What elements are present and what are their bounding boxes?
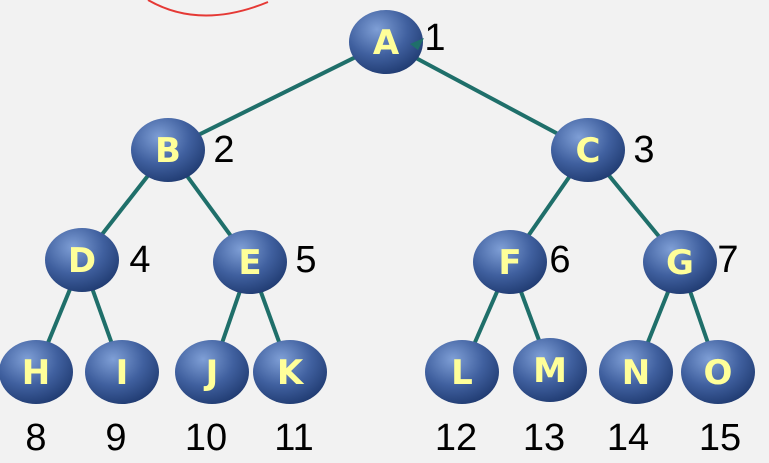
node-circle xyxy=(513,338,587,402)
node-circle xyxy=(85,340,159,404)
node-letter: O xyxy=(704,353,733,393)
node-index-label: 12 xyxy=(435,417,477,459)
tree-node-l: L 12 xyxy=(425,340,499,459)
tree-node-j: J 10 xyxy=(175,340,249,459)
node-circle xyxy=(599,340,673,404)
node-letter: F xyxy=(498,243,521,283)
node-index-label: 1 xyxy=(424,17,445,59)
node-circle xyxy=(0,340,73,404)
node-circle xyxy=(551,118,625,182)
node-letter: C xyxy=(576,131,601,171)
node-letter: H xyxy=(22,353,50,393)
node-letter: G xyxy=(666,243,694,283)
node-index-label: 14 xyxy=(607,417,649,459)
edge-a-b xyxy=(167,40,387,152)
node-index-label: 8 xyxy=(25,417,46,459)
node-index-label: 4 xyxy=(129,239,150,281)
node-letter: D xyxy=(68,241,96,281)
node-circle xyxy=(473,230,547,294)
edges-layer xyxy=(34,40,720,373)
node-letter: A xyxy=(373,23,400,63)
node-circle xyxy=(425,340,499,404)
node-letter: L xyxy=(451,353,473,393)
node-index-label: 9 xyxy=(105,417,126,459)
node-index-label: 13 xyxy=(523,417,565,459)
node-letter: N xyxy=(622,353,650,393)
node-index-label: 3 xyxy=(633,129,654,171)
node-letter: I xyxy=(116,353,129,393)
node-letter: B xyxy=(155,131,181,171)
node-letter: E xyxy=(238,243,261,283)
tree-node-i: I9 xyxy=(85,340,159,459)
node-index-label: 15 xyxy=(699,417,741,459)
tree-node-n: N 14 xyxy=(599,340,673,459)
node-circle xyxy=(45,228,119,292)
node-circle xyxy=(131,118,205,182)
tree-node-o: O 15 xyxy=(681,340,755,459)
red-annotation-stroke xyxy=(147,0,269,17)
node-index-label: 10 xyxy=(185,417,227,459)
edge-a-c xyxy=(385,40,589,152)
node-letter: J xyxy=(204,353,219,393)
node-circle xyxy=(175,340,249,404)
node-circle xyxy=(253,340,327,404)
tree-node-m: M 13 xyxy=(513,338,587,459)
node-index-label: 11 xyxy=(274,417,313,459)
node-letter: K xyxy=(277,353,305,393)
node-index-label: 6 xyxy=(549,239,570,281)
node-index-label: 7 xyxy=(717,239,738,281)
node-circle xyxy=(213,230,287,294)
node-circle xyxy=(349,10,423,74)
node-circle xyxy=(643,230,717,294)
pointer-arrow-icon xyxy=(410,38,424,50)
tree-node-h: H8 xyxy=(0,340,73,459)
tree-node-k: K 11 xyxy=(253,340,327,459)
node-letter: M xyxy=(533,351,567,391)
node-index-label: 5 xyxy=(295,239,316,281)
node-circle xyxy=(681,340,755,404)
node-index-label: 2 xyxy=(213,129,234,171)
